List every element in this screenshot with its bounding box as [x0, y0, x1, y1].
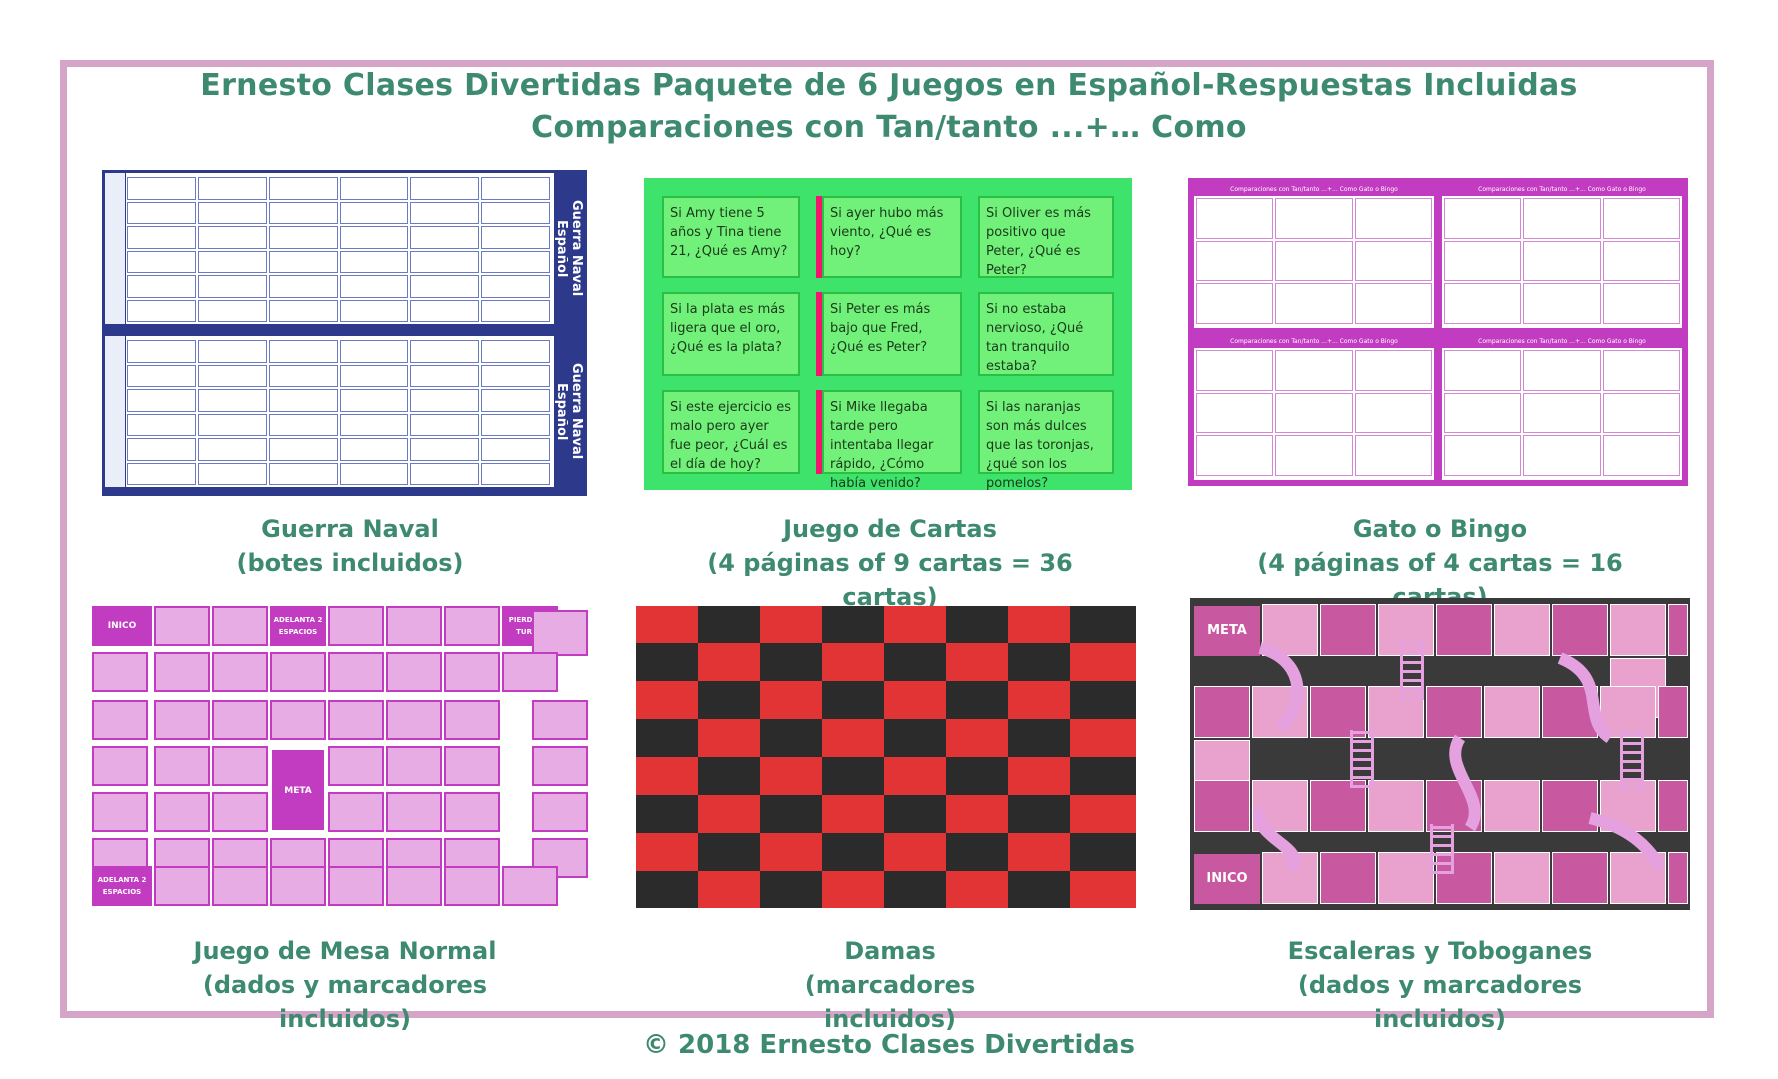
- bingo-board-header: Comparaciones con Tan/tanto ...+... Como…: [1194, 184, 1434, 196]
- card: Si las naranjas son más dulces que las t…: [978, 390, 1114, 490]
- card: Si Amy tiene 5 años y Tina tiene 21, ¿Qu…: [662, 196, 800, 278]
- game-title: Escaleras y Toboganes: [1287, 937, 1593, 965]
- bingo-board-header: Comparaciones con Tan/tanto ...+... Como…: [1194, 336, 1434, 348]
- ladder-icon: [1350, 730, 1374, 788]
- slide-icon: [1588, 812, 1666, 871]
- board-coordinates: [105, 336, 126, 487]
- goal-space: META: [272, 750, 324, 830]
- board-space: ADELANTA 2 ESPACIOS: [92, 866, 152, 906]
- game-detail: (dados y marcadores incluidos): [202, 971, 488, 1033]
- slide-icon: [1258, 642, 1304, 733]
- bingo-board: Comparaciones con Tan/tanto ...+... Como…: [1192, 182, 1436, 330]
- card: Si Peter es más bajo que Fred, ¿Qué es P…: [822, 292, 962, 376]
- game-title: Damas: [844, 937, 936, 965]
- guerra-naval-board: Guerra Naval Español: [102, 170, 587, 327]
- game-caption: Escaleras y Toboganes (dados y marcadore…: [1250, 934, 1630, 1036]
- board-grid: [127, 340, 550, 485]
- copyright-notice: © 2018 Ernesto Clases Divertidas: [642, 1030, 1136, 1060]
- game-title: Juego de Mesa Normal: [193, 937, 497, 965]
- start-space: INICO: [1194, 854, 1260, 904]
- card: Si Mike llegaba tarde pero intentaba lle…: [822, 390, 962, 490]
- ladder-icon: [1400, 640, 1424, 700]
- bingo-board-header: Comparaciones con Tan/tanto ...+... Como…: [1442, 184, 1682, 196]
- page-title: Ernesto Clases Divertidas Paquete de 6 J…: [200, 68, 1578, 103]
- escaleras-thumbnail: META INICO: [1190, 598, 1690, 910]
- game-caption: Guerra Naval (botes incluidos): [200, 512, 500, 580]
- start-space: INICO: [92, 606, 152, 646]
- ladder-icon: [1430, 824, 1454, 874]
- card: Si ayer hubo más viento, ¿Qué es hoy?: [822, 196, 962, 278]
- game-caption: Damas (marcadores incluidos): [740, 934, 1040, 1036]
- game-caption: Juego de Mesa Normal (dados y marcadores…: [150, 934, 540, 1036]
- slide-icon: [1252, 806, 1300, 873]
- bingo-board: Comparaciones con Tan/tanto ...+... Como…: [1440, 182, 1684, 330]
- slides-overlay: [1252, 642, 1666, 873]
- board-coordinates: [105, 173, 126, 324]
- page-subtitle: Comparaciones con Tan/tanto ...+… Como: [531, 110, 1247, 145]
- juego-de-mesa-thumbnail: INICO ADELANTA 2 ESPACIOS PIERDE UN TURN…: [92, 600, 592, 910]
- game-title: Gato o Bingo: [1352, 515, 1528, 543]
- slide-icon: [1557, 652, 1614, 743]
- game-caption: Juego de Cartas (4 páginas of 9 cartas =…: [680, 512, 1100, 614]
- board-space: ADELANTA 2 ESPACIOS: [270, 606, 326, 646]
- board-side-label: Guerra Naval Español: [554, 336, 584, 487]
- damas-thumbnail: [636, 606, 1136, 908]
- game-detail: (dados y marcadores incluidos): [1297, 971, 1583, 1033]
- goal-space: META: [1194, 606, 1260, 656]
- card: Si la plata es más ligera que el oro, ¿Q…: [662, 292, 800, 376]
- game-title: Juego de Cartas: [783, 515, 997, 543]
- game-detail: (botes incluidos): [236, 549, 464, 577]
- guerra-naval-board: Guerra Naval Español: [102, 333, 587, 490]
- ladder-icon: [1620, 730, 1644, 790]
- bingo-board-header: Comparaciones con Tan/tanto ...+... Como…: [1442, 336, 1682, 348]
- board-grid: [127, 177, 550, 322]
- game-detail: (marcadores incluidos): [804, 971, 976, 1033]
- slide-icon: [1449, 734, 1481, 832]
- board-side-label: Guerra Naval Español: [554, 173, 584, 324]
- game-title: Guerra Naval: [261, 515, 439, 543]
- bingo-board: Comparaciones con Tan/tanto ...+... Como…: [1192, 334, 1436, 482]
- card: Si este ejercicio es malo pero ayer fue …: [662, 390, 800, 474]
- card: Si Oliver es más positivo que Peter, ¿Qu…: [978, 196, 1114, 278]
- game-detail: (4 páginas of 9 cartas = 36 cartas): [707, 549, 1073, 611]
- juego-de-cartas-thumbnail: Si Amy tiene 5 años y Tina tiene 21, ¿Qu…: [644, 178, 1132, 490]
- guerra-naval-thumbnail: Guerra Naval Español Guerra Naval Españo…: [102, 170, 587, 496]
- card: Si no estaba nervioso, ¿Qué tan tranquil…: [978, 292, 1114, 376]
- bingo-board: Comparaciones con Tan/tanto ...+... Como…: [1440, 334, 1684, 482]
- gato-o-bingo-thumbnail: Comparaciones con Tan/tanto ...+... Como…: [1188, 178, 1688, 486]
